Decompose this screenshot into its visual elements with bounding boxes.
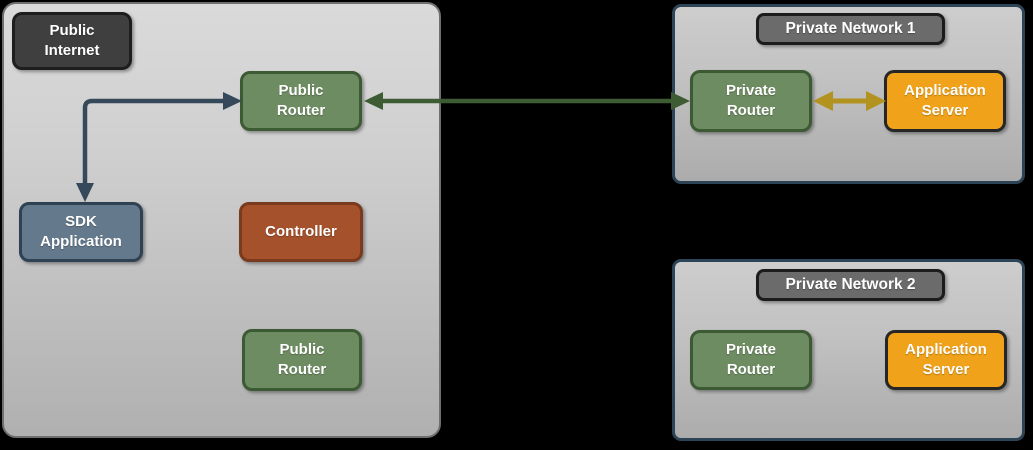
private-network-1-title: Private Network 1 bbox=[756, 13, 945, 45]
node-public-router-top: Public Router bbox=[240, 71, 362, 131]
private-network-2-zone: Private Network 2 Private Router Applica… bbox=[672, 259, 1025, 441]
private-network-2-title: Private Network 2 bbox=[756, 269, 945, 301]
node-private-router-2: Private Router bbox=[690, 330, 812, 390]
public-internet-label: Public Internet bbox=[12, 12, 132, 70]
node-private-router-1: Private Router bbox=[690, 70, 812, 132]
node-application-server-2: Application Server bbox=[885, 330, 1007, 390]
node-sdk-application: SDK Application bbox=[19, 202, 143, 262]
node-application-server-1: Application Server bbox=[884, 70, 1006, 132]
public-internet-zone: Public Internet Public Router SDK Applic… bbox=[2, 2, 441, 438]
node-controller: Controller bbox=[239, 202, 363, 262]
private-network-1-zone: Private Network 1 Private Router Applica… bbox=[672, 4, 1025, 184]
node-public-router-bottom: Public Router bbox=[242, 329, 362, 391]
